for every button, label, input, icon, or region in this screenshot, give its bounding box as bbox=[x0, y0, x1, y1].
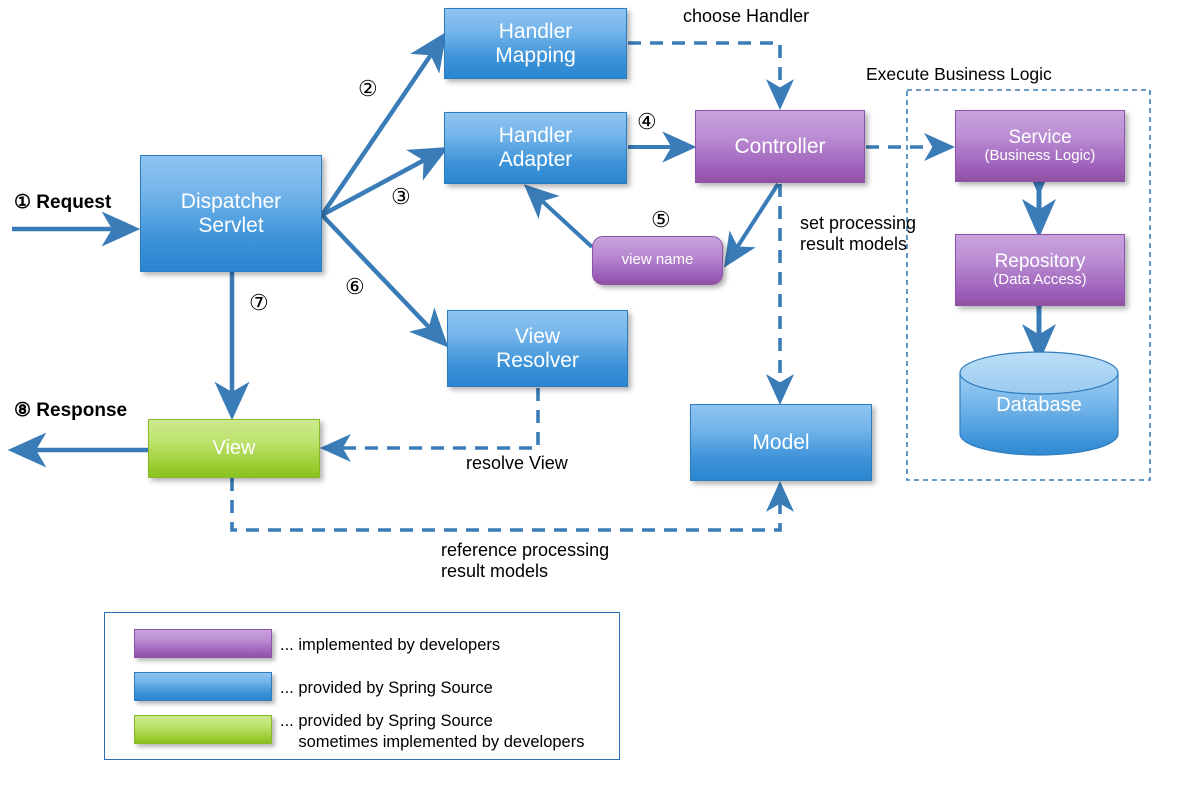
step-marker-3: ③ bbox=[391, 184, 411, 209]
legend-text-blue: ... provided by Spring Source bbox=[280, 679, 493, 697]
request-label: ① Request bbox=[14, 192, 112, 213]
view-name-label: view name bbox=[621, 251, 694, 269]
node-controller[interactable]: Controller bbox=[695, 110, 865, 183]
node-handler-adapter[interactable]: Handler Adapter bbox=[444, 112, 627, 184]
dispatcher-servlet-label-line1: Dispatcher bbox=[180, 189, 282, 213]
model-label: Model bbox=[752, 430, 810, 454]
arrow-choose-handler bbox=[628, 41, 795, 111]
arrow-view-to-model bbox=[230, 478, 795, 532]
handler-mapping-label-line2: Mapping bbox=[495, 43, 576, 67]
step-marker-5: ⑤ bbox=[651, 207, 671, 232]
legend-text-purple: ... implemented by developers bbox=[280, 636, 501, 654]
arrow-dispatcher-to-view-resolver bbox=[320, 213, 449, 348]
step-marker-4: ④ bbox=[637, 109, 657, 134]
node-service[interactable]: Service (Business Logic) bbox=[955, 110, 1125, 182]
legend: ... implemented by developers ... provid… bbox=[104, 612, 620, 760]
arrow-view-name-to-handler-adapter bbox=[523, 184, 594, 249]
set-processing-result-models-label: set processing result models bbox=[800, 213, 917, 255]
view-resolver-label-line2: Resolver bbox=[496, 348, 579, 372]
legend-text-green: ... provided by Spring Source sometimes … bbox=[280, 712, 585, 752]
node-view-resolver[interactable]: View Resolver bbox=[447, 310, 628, 387]
handler-adapter-label-line2: Adapter bbox=[498, 148, 573, 171]
node-view-name[interactable]: view name bbox=[592, 236, 723, 285]
step-marker-2: ② bbox=[358, 76, 378, 101]
legend-swatch-blue bbox=[134, 672, 272, 701]
repository-label-line1: Repository bbox=[994, 250, 1086, 272]
business-logic-group-title: Execute Business Logic bbox=[866, 64, 1052, 84]
node-view[interactable]: View bbox=[148, 419, 320, 478]
reference-processing-result-models-label: reference processing result models bbox=[441, 540, 610, 582]
view-label: View bbox=[212, 437, 256, 460]
dispatcher-servlet-label-line2: Servlet bbox=[198, 213, 264, 237]
legend-swatch-purple bbox=[134, 629, 272, 658]
step-marker-7: ⑦ bbox=[249, 290, 269, 315]
handler-adapter-label-line1: Handler bbox=[498, 124, 573, 148]
arrow-dispatcher-to-handler-mapping bbox=[320, 31, 447, 217]
node-model[interactable]: Model bbox=[690, 404, 872, 481]
database-label: Database bbox=[996, 394, 1082, 416]
choose-handler-label: choose Handler bbox=[683, 6, 810, 26]
node-handler-mapping[interactable]: Handler Mapping bbox=[444, 8, 627, 79]
response-label: ⑧ Response bbox=[14, 400, 128, 421]
arrow-dispatcher-to-handler-adapter bbox=[320, 147, 449, 217]
arrow-view-resolver-to-view bbox=[319, 388, 540, 463]
node-repository[interactable]: Repository (Data Access) bbox=[955, 234, 1125, 306]
repository-label-line2: (Data Access) bbox=[993, 271, 1087, 289]
service-label-line1: Service bbox=[1008, 126, 1072, 148]
node-dispatcher-servlet[interactable]: Dispatcher Servlet bbox=[140, 155, 322, 272]
service-label-line2: (Business Logic) bbox=[984, 147, 1096, 165]
handler-mapping-label-line1: Handler bbox=[498, 19, 573, 43]
step-marker-6: ⑥ bbox=[345, 274, 365, 299]
controller-label: Controller bbox=[734, 134, 826, 158]
view-resolver-label-line1: View bbox=[514, 324, 561, 348]
arrow-controller-to-view-name bbox=[723, 182, 780, 268]
resolve-view-label: resolve View bbox=[466, 453, 568, 473]
legend-swatch-green bbox=[134, 715, 272, 744]
